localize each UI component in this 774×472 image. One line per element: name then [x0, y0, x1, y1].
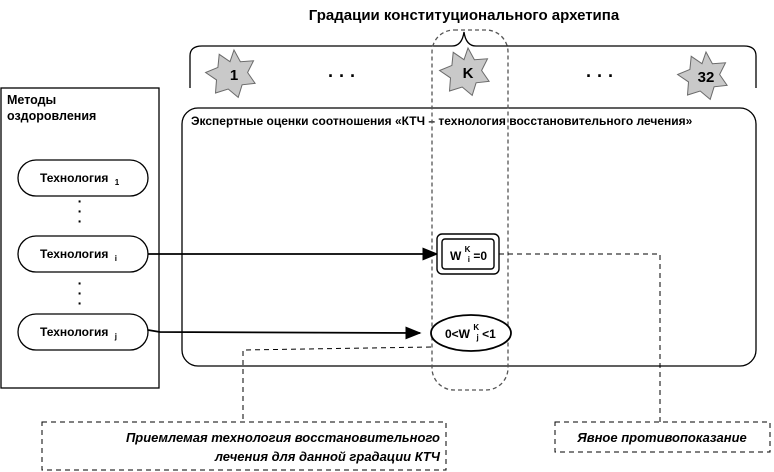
weight-zero-sup: K — [465, 245, 471, 254]
gradation-star-1: 1 — [204, 48, 256, 99]
expert-panel — [181, 107, 757, 367]
technology-i: Технология i — [17, 235, 149, 273]
weight-acceptable-ellipse: 0<W K j <1 — [430, 314, 512, 352]
svg-text:0<W K j <1: 0<W K j <1 — [445, 319, 496, 343]
vertical-dots-2: · — [78, 275, 83, 291]
technology-i-label: Технология — [40, 247, 108, 261]
technology-1-subscript: 1 — [115, 178, 120, 187]
weight-acceptable-rest: <1 — [482, 327, 496, 341]
vertical-dots-1b: · — [78, 203, 83, 219]
weight-zero-w: W — [450, 249, 462, 263]
gradation-ellipsis-right: · · · — [586, 66, 614, 86]
note-acceptable-box — [41, 421, 447, 471]
svg-text:Технология 1: Технология 1 — [40, 171, 120, 187]
weight-zero-rest: =0 — [473, 249, 487, 263]
callout-line-acceptable — [242, 346, 432, 422]
gradation-brace — [189, 31, 757, 88]
gradation-label-1: 1 — [230, 67, 238, 84]
gradation-label-k: K — [463, 65, 474, 82]
technology-j-subscript: j — [114, 332, 117, 341]
methods-heading-line1: Методы — [7, 93, 56, 107]
methods-heading-line2: оздоровления — [7, 109, 96, 123]
diagram-title: Градации конституционального архетипа — [309, 7, 620, 24]
methods-panel — [0, 87, 160, 389]
technology-i-subscript: i — [115, 254, 117, 263]
vertical-dots-2b: · — [78, 285, 83, 301]
weight-acceptable-sup: K — [473, 323, 479, 332]
gradation-star-k: K — [438, 46, 490, 97]
note-contraindication-text: Явное противопоказание — [576, 430, 747, 445]
vertical-dots-1: · — [78, 193, 83, 209]
gradation-k-column — [431, 29, 509, 391]
note-acceptable-line1: Приемлемая технология восстановительного — [126, 430, 440, 445]
weight-acceptable-prefix: 0<W — [445, 327, 471, 341]
note-acceptable-line2: лечения для данной градации КТЧ — [214, 449, 441, 464]
gradation-label-32: 32 — [698, 69, 715, 86]
vertical-dots-2c: · — [78, 295, 83, 311]
svg-text:W K i =0: W K i =0 — [450, 241, 487, 265]
technology-1-label: Технология — [40, 171, 108, 185]
vertical-dots-1c: · — [78, 213, 83, 229]
weight-zero-sub: i — [468, 255, 470, 264]
arrow-technology-j — [147, 326, 422, 340]
weight-zero-box: W K i =0 — [436, 233, 500, 275]
svg-text:Технология j: Технология j — [40, 325, 117, 341]
technology-j-label: Технология — [40, 325, 108, 339]
note-contraindication-box — [554, 421, 771, 453]
technology-j: Технология j — [17, 313, 149, 351]
expert-panel-heading: Экспертные оценки соотношения «КТЧ – тех… — [191, 114, 693, 128]
callout-line-contraindication — [499, 253, 661, 422]
weight-acceptable-sub: j — [475, 333, 478, 342]
svg-text:Технология i: Технология i — [40, 247, 117, 263]
technology-1: Технология 1 — [17, 159, 149, 197]
gradation-ellipsis-left: · · · — [328, 66, 356, 86]
gradation-star-32: 32 — [676, 50, 728, 101]
